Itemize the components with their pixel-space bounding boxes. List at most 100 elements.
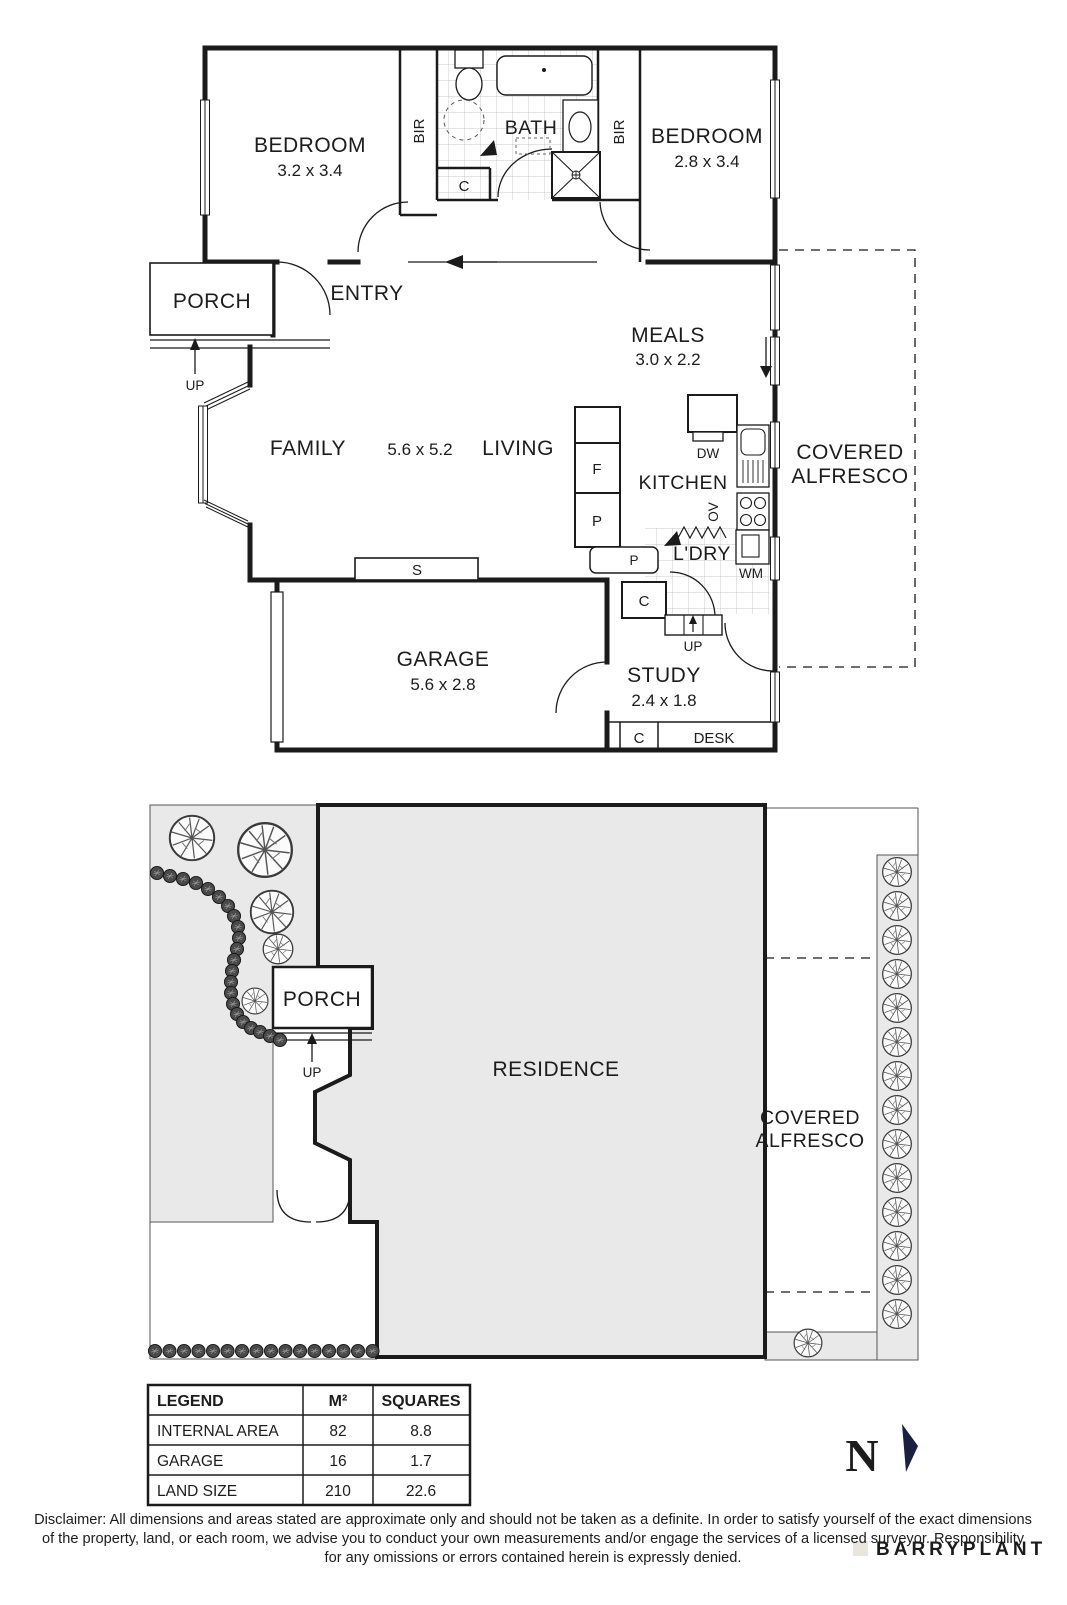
brand-watermark: BARRYPLANT: [853, 1539, 1046, 1560]
tree-icon: [168, 814, 216, 862]
tree-icon: [882, 891, 912, 921]
fridge-space: [574, 442, 621, 494]
tree-icon: [882, 993, 912, 1023]
storage-bench: [354, 557, 479, 581]
meals-door-arrow-icon: [760, 366, 772, 378]
shrub-icon: [149, 865, 165, 881]
bathtub-drain: [542, 68, 546, 72]
shrub-icon: [205, 1343, 221, 1359]
tree-icon: [882, 1061, 912, 1091]
bath-door-arc: [497, 148, 553, 198]
window-bedroom1-west: [200, 99, 210, 216]
label-pantry-1: P: [592, 513, 602, 530]
kitchen-fixtures: [270, 394, 770, 743]
room-label-entry: ENTRY: [330, 282, 403, 305]
label-closet-study: C: [634, 730, 645, 747]
interior-walls: [398, 48, 775, 750]
legend-cell-m2: 16: [329, 1453, 346, 1470]
site-label-residence: RESIDENCE: [492, 1058, 619, 1081]
label-alfresco-1: COVERED: [796, 441, 903, 464]
legend-cell-squares: 22.6: [406, 1483, 436, 1500]
kitchen-cupboard: [574, 406, 621, 444]
tree-icon: [882, 1027, 912, 1057]
direction-arrows: [445, 140, 772, 546]
bath-entry-arrow-icon: [480, 140, 497, 156]
shrub-icon: [278, 1343, 293, 1359]
tree-icon: [793, 1328, 823, 1358]
tree-icon: [237, 822, 293, 878]
tree-icon: [882, 1095, 912, 1125]
tree-icon: [882, 1265, 912, 1295]
room-label-meals: MEALS: [631, 324, 705, 347]
legend-cell-label: INTERNAL AREA: [157, 1423, 279, 1440]
door-arcs: [276, 148, 774, 714]
shrub-icon: [307, 1343, 322, 1359]
door-clearance-circle: [443, 99, 485, 141]
cooktop: [736, 492, 770, 531]
shrub-icon: [365, 1343, 380, 1359]
room-dims-garage: 5.6 x 2.8: [410, 675, 475, 694]
shrub-icon: [176, 1343, 192, 1359]
room-dims-study: 2.4 x 1.8: [631, 691, 696, 710]
legend-row-land-size: LAND SIZE 210 22.6: [157, 1483, 436, 1500]
study-door-arc: [724, 622, 774, 672]
room-label-bedroom1: BEDROOM: [254, 134, 366, 157]
label-desk: DESK: [694, 730, 735, 747]
label-bir-2: BIR: [611, 119, 628, 144]
label-washing-machine: WM: [739, 566, 763, 581]
legend-header-title: LEGEND: [157, 1393, 224, 1410]
legend-cell-label: GARAGE: [157, 1453, 223, 1470]
hall-closet-box: [621, 581, 667, 619]
dishwasher-unit: [692, 431, 724, 442]
floor-plan: BEDROOM 3.2 x 3.4 BEDROOM 2.8 x 3.4 BATH…: [149, 45, 916, 753]
legend-row-garage: GARAGE 16 1.7: [157, 1453, 432, 1470]
window-east-study: [770, 671, 780, 723]
room-label-bath: BATH: [505, 117, 558, 139]
toilet-cistern: [454, 49, 484, 69]
site-label-alfresco-1: COVERED: [760, 1107, 860, 1129]
room-label-laundry: L'DRY: [673, 543, 731, 565]
shrub-icon: [336, 1343, 351, 1359]
laundry-entry-arrow-icon: [664, 531, 681, 546]
tree-icon: [882, 1231, 912, 1261]
label-up-stairs: UP: [684, 639, 703, 654]
stairs-up-arrow-icon: [689, 615, 697, 624]
kitchen-bench: [687, 394, 738, 433]
bedroom1-door-arc: [357, 201, 409, 253]
label-up-porch: UP: [186, 378, 205, 393]
residence-footprint: [313, 803, 767, 1359]
toilet-bowl: [455, 67, 483, 101]
tree-icon: [249, 889, 295, 935]
tree-icon: [882, 857, 912, 887]
site-plan: PORCH UP RESIDENCE COVERED ALFRESCO: [147, 803, 919, 1361]
bedroom2-door-arc: [599, 201, 651, 251]
tree-icon: [882, 1163, 912, 1193]
hall-arrow-icon: [445, 255, 463, 269]
garage-door-panel: [270, 591, 284, 743]
shrub-icon: [234, 1343, 250, 1359]
brand-watermark-text: BARRYPLANT: [876, 1539, 1046, 1560]
tree-icon: [262, 933, 294, 965]
shrub-icon: [292, 1343, 308, 1359]
legend-cell-m2: 210: [325, 1483, 351, 1500]
room-label-garage: GARAGE: [397, 648, 490, 671]
room-label-family: FAMILY: [270, 437, 346, 460]
label-oven: OV: [706, 502, 721, 522]
porch-siteplan: [271, 965, 374, 1062]
disclaimer-line-2: of the property, land, or each room, we …: [42, 1531, 1025, 1547]
disclaimer-line-1: Disclaimer: All dimensions and areas sta…: [34, 1512, 1032, 1528]
entry-door-arc: [276, 261, 331, 316]
shrub-icon: [191, 1343, 206, 1359]
legend-cell-label: LAND SIZE: [157, 1483, 237, 1500]
window-east-meals-door: [770, 264, 780, 386]
shower: [551, 151, 601, 199]
shrub-icon: [162, 1343, 177, 1359]
legend-cell-squares: 1.7: [410, 1453, 432, 1470]
room-label-kitchen: KITCHEN: [638, 472, 727, 494]
shrub-icon: [175, 871, 191, 887]
label-dishwasher: DW: [697, 446, 720, 461]
room-label-porch: PORCH: [173, 290, 251, 313]
shrub-icon: [147, 1343, 163, 1359]
shrub-icon: [350, 1343, 366, 1359]
